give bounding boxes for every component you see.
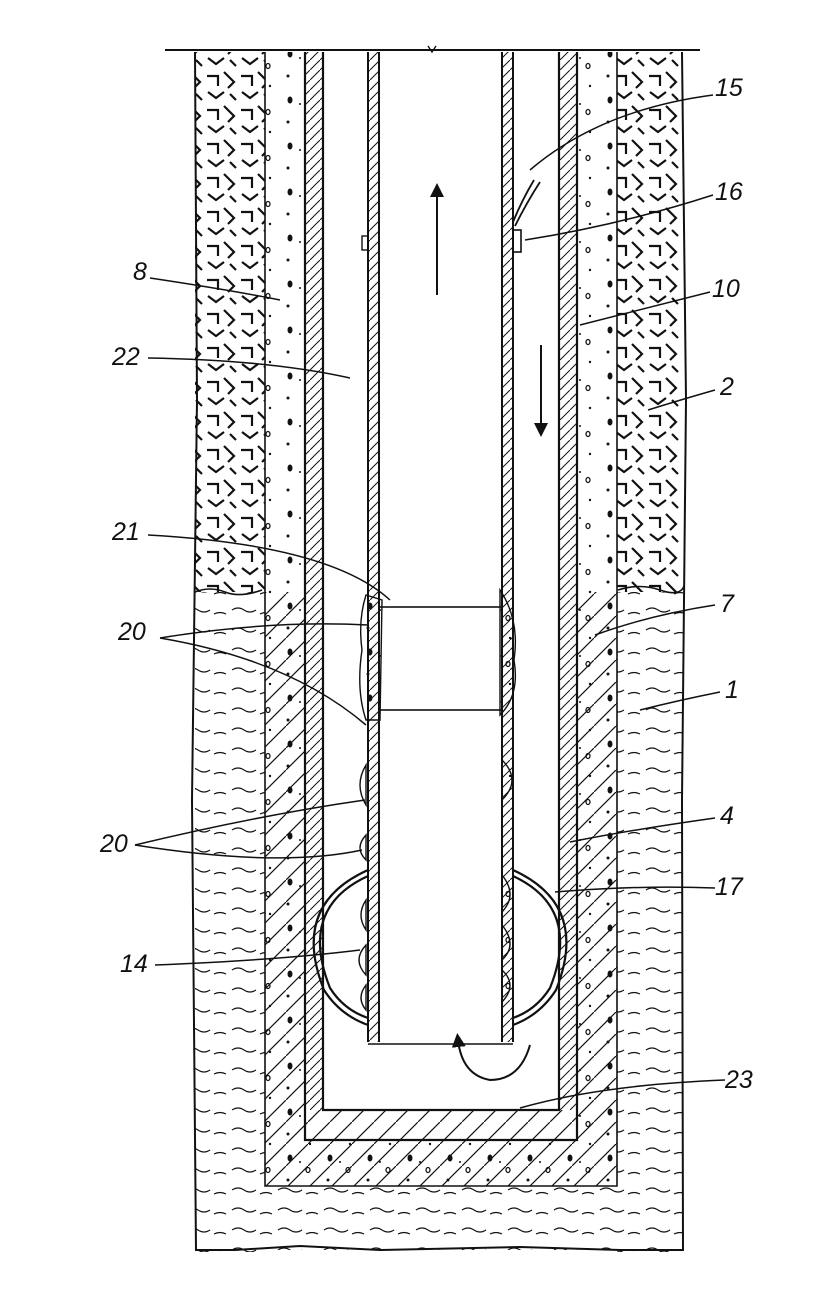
label-2: 2: [719, 373, 734, 401]
label-4: 4: [720, 802, 734, 830]
label-1: 1: [725, 676, 739, 704]
label-20-upper: 20: [117, 618, 146, 646]
label-21: 21: [111, 518, 140, 546]
centralizer: [314, 870, 567, 1025]
tubing: [368, 46, 513, 1044]
casing: [305, 52, 577, 1140]
label-16: 16: [715, 178, 743, 206]
sleeve: [379, 607, 502, 710]
label-8: 8: [133, 258, 147, 286]
label-10: 10: [712, 275, 740, 303]
label-17: 17: [715, 873, 744, 901]
label-15: 15: [715, 74, 743, 102]
deposits: [359, 590, 515, 1010]
label-23: 23: [724, 1066, 753, 1094]
label-14: 14: [120, 950, 148, 978]
line-15: [513, 180, 540, 226]
label-20-lower: 20: [99, 830, 128, 858]
label-7: 7: [720, 590, 735, 618]
label-22: 22: [111, 343, 140, 371]
flow-arrows: [437, 190, 541, 1080]
fitting-16: [513, 230, 521, 252]
